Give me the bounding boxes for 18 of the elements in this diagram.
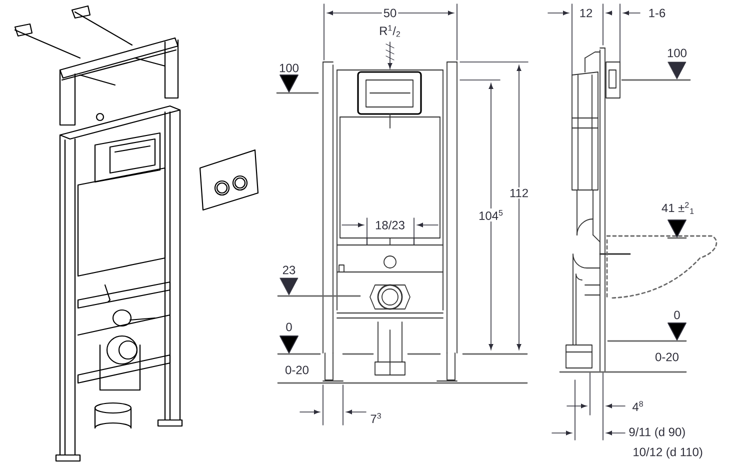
- dimension-label: R$^{1}$/$_{2}$: [380, 25, 400, 37]
- dimension-label: 104$^{5}$: [477, 208, 505, 222]
- dimension-label: 12: [580, 8, 592, 18]
- dimension-label: 9/11 (d 90): [629, 427, 685, 439]
- dimension-label: 0: [674, 310, 680, 320]
- dimension-label: 112: [508, 187, 530, 199]
- dimension-label: 0: [286, 322, 292, 332]
- dimension-label: 50: [382, 7, 398, 19]
- dimension-label: 100: [668, 48, 686, 58]
- dimension-label: 1-6: [649, 8, 666, 18]
- dimension-label: 23: [282, 266, 296, 274]
- dimension-label: 7$^{3}$: [370, 413, 381, 423]
- dimension-label: 100: [280, 64, 299, 72]
- dimension-label: 18/23: [374, 219, 406, 231]
- dimension-label: 0-20: [656, 352, 678, 362]
- dimension-label: 4$^{8}$: [632, 401, 643, 411]
- dimension-label: 10/12 (d 110): [634, 447, 702, 459]
- dimension-label: 0-20: [286, 366, 308, 374]
